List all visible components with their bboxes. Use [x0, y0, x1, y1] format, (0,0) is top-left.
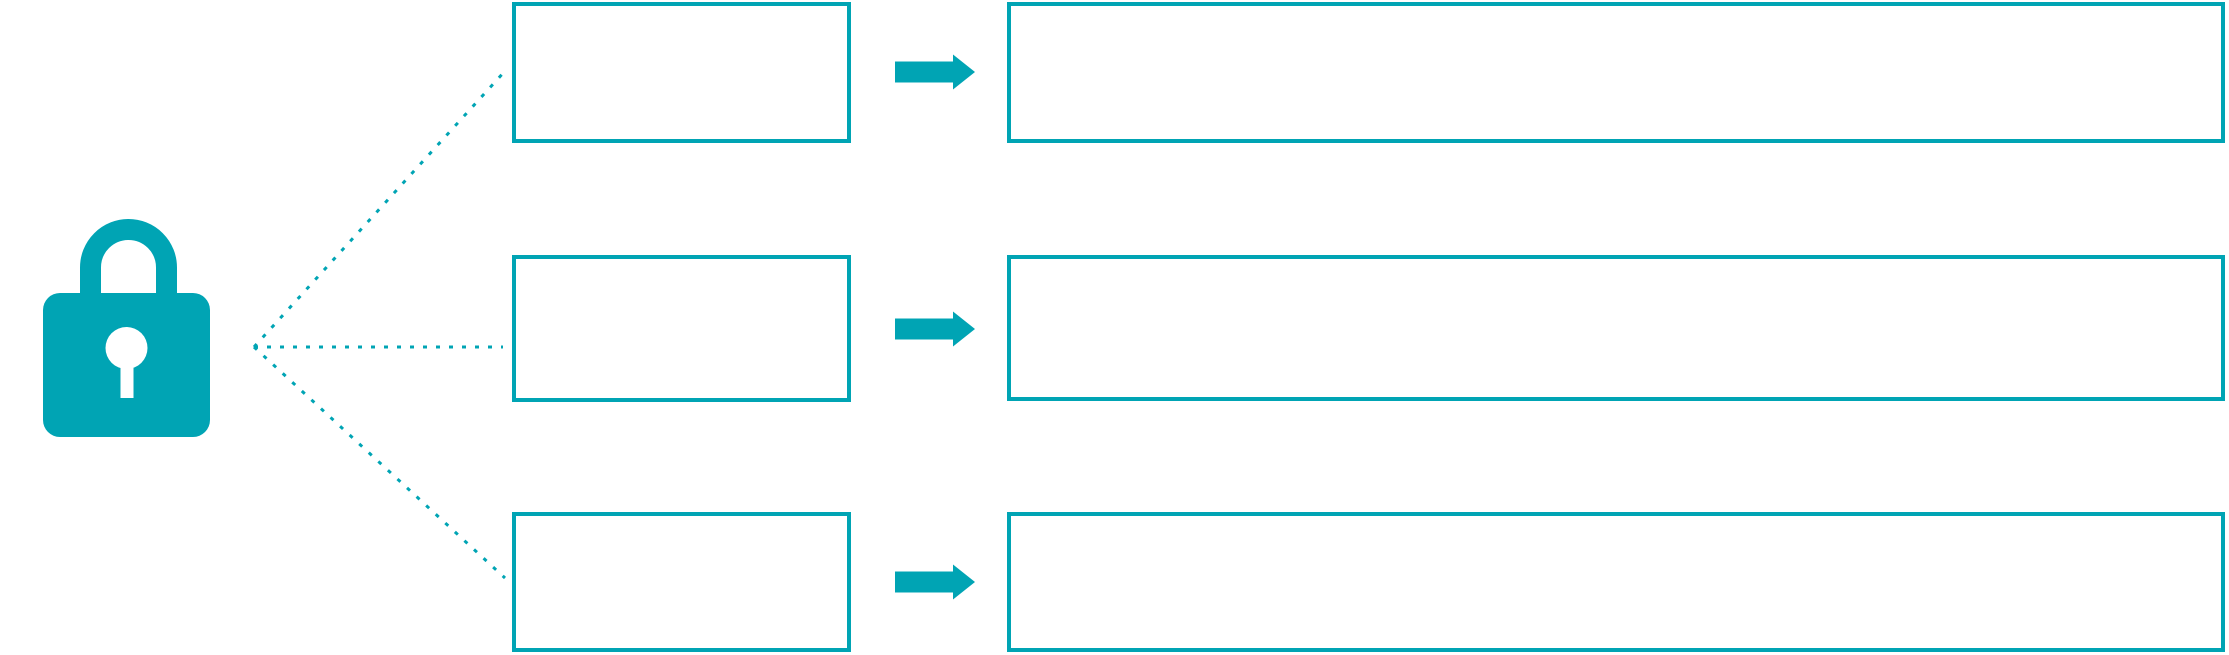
- keyhole-icon: [105, 327, 148, 369]
- term-box-1: [512, 2, 851, 143]
- description-box-1: [1007, 2, 2225, 143]
- arrow-right-icon: [895, 564, 975, 600]
- lock-shackle: [80, 219, 177, 297]
- connector-top: [252, 69, 507, 349]
- arrow-right-icon: [895, 54, 975, 90]
- term-box-2: [512, 255, 851, 402]
- description-box-2: [1007, 255, 2225, 401]
- lock-icon: [43, 219, 210, 437]
- term-box-3: [512, 512, 851, 652]
- description-box-3: [1007, 512, 2225, 652]
- keyhole-stem: [120, 355, 134, 398]
- arrow-right-icon: [895, 311, 975, 347]
- connector-bottom: [252, 345, 507, 580]
